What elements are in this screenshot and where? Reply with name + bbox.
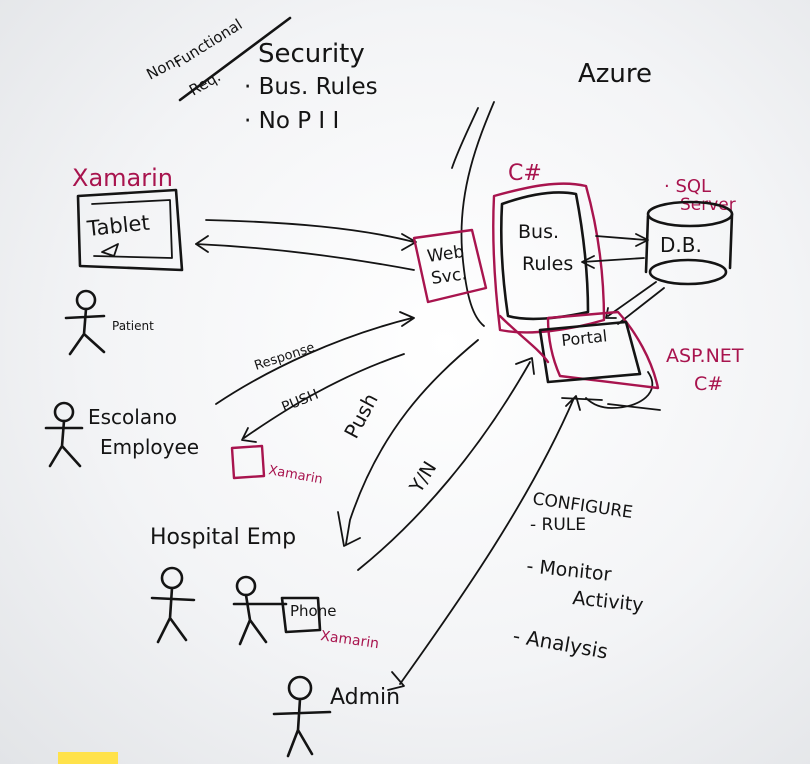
business-rules-box <box>499 191 590 321</box>
business-rules-box-outer <box>492 182 606 334</box>
web-service-box <box>412 228 488 304</box>
admin-head <box>287 675 313 701</box>
azure-cloud: Azure <box>451 59 654 409</box>
business-rules-line2: Rules <box>522 253 573 275</box>
db-to-portal-arrow <box>605 281 657 319</box>
database-tech-line1: · SQL <box>664 176 711 197</box>
web-service-line2: Svc. <box>430 264 468 289</box>
admin-portal-arrow <box>399 395 581 685</box>
push-label-escolano: PUSH <box>280 387 321 416</box>
strike-through-line <box>178 16 292 102</box>
tablet-web-service-arrows <box>195 219 417 271</box>
portal-base-lines <box>561 397 661 411</box>
tablet-to-web-arrow <box>205 219 415 243</box>
escolano-device <box>230 444 266 480</box>
portal-box <box>538 320 642 384</box>
patient-body <box>64 307 106 356</box>
push-arrow-hospital-line <box>337 339 479 547</box>
rules-to-db-arrow <box>595 233 649 247</box>
nonfunctional-requirements-note: Non- Functional Req. Security · Bus. Rul… <box>143 15 377 134</box>
database-portal-arrows <box>605 281 665 325</box>
admin-arrowhead <box>387 671 405 691</box>
tablet-screen <box>91 199 173 259</box>
analysis-line: - Analysis <box>511 623 610 663</box>
phone-tech: Xamarin <box>319 628 380 652</box>
business-rules-tech: C# <box>508 161 542 186</box>
portal-tech-line2: C# <box>694 373 723 395</box>
push-label-hospital: Push <box>339 389 382 442</box>
portal-link-line <box>498 314 550 364</box>
database-bottom <box>648 258 728 286</box>
web-service-line1: Web <box>426 242 466 267</box>
escolano-body <box>44 419 84 468</box>
web-to-tablet-arrowhead <box>195 235 209 253</box>
database-tech-line2: Server <box>680 195 736 215</box>
nonfunctional-line2: Functional <box>171 15 246 71</box>
tablet-client: Xamarin Tablet <box>72 164 184 272</box>
escolano-employee: Escolano Employee Xamarin <box>44 401 324 487</box>
admin-body <box>272 697 332 758</box>
phone-label: Phone <box>290 602 336 620</box>
portal-label: Portal <box>560 326 608 350</box>
escolano-device-tech: Xamarin <box>267 463 323 487</box>
phone-device <box>280 596 322 634</box>
hospital-emp1-body <box>150 586 196 644</box>
escolano-line1: Escolano <box>88 405 177 429</box>
patient-figure: Patient <box>64 289 154 356</box>
escolano-line2: Employee <box>100 435 199 459</box>
portal-box-outer <box>546 310 660 390</box>
yes-no-label: Y/N <box>405 458 441 498</box>
azure-boundary-tick <box>451 107 479 169</box>
azure-label: Azure <box>578 59 652 89</box>
sticky-note-corner <box>58 752 118 764</box>
portal: Portal ASP.NET C# <box>498 310 744 411</box>
portal-tasks: CONFIGURE - RULE - Monitor Activity - An… <box>511 489 644 663</box>
bullet-business-rules: · Bus. Rules <box>244 74 378 100</box>
business-rules-line1: Bus. <box>518 221 559 243</box>
hospital-emp2-body <box>232 593 288 646</box>
response-label: Response <box>253 340 317 374</box>
hospital-label: Hospital Emp <box>150 525 296 550</box>
portal-to-db-arrow <box>617 287 665 325</box>
portal-tech-line1: ASP.NET <box>666 345 744 367</box>
patient-label: Patient <box>112 319 154 333</box>
tablet-stylus-mark <box>101 243 119 257</box>
bullet-no-pii: · No P I I <box>244 108 339 134</box>
web-service: Web Svc. <box>412 228 488 304</box>
db-to-rules-arrow <box>581 255 645 269</box>
security-heading: Security <box>258 39 365 69</box>
configure-line2: - RULE <box>530 515 586 535</box>
database: · SQL Server D.B. <box>644 176 736 286</box>
yes-no-arrow-line <box>357 357 535 571</box>
tablet-outline <box>76 188 184 272</box>
hospital-emp1-head <box>160 566 184 590</box>
monitor-line2: Activity <box>571 587 644 616</box>
hospital-emp2-head <box>235 575 257 597</box>
rules-database-arrows <box>581 233 649 269</box>
escolano-head <box>53 401 75 423</box>
tablet-tech-label: Xamarin <box>72 164 173 192</box>
response-arrow-line <box>215 311 415 405</box>
azure-boundary-line <box>460 101 495 327</box>
yes-no-arrow: Y/N <box>357 357 535 571</box>
admin-user: Admin <box>272 395 581 758</box>
business-rules-service: C# Bus. Rules <box>492 161 606 334</box>
monitor-line1: - Monitor <box>525 555 612 586</box>
web-to-tablet-arrow <box>195 243 415 271</box>
patient-head <box>75 289 97 311</box>
hospital-employees: Hospital Emp Phone Xamarin <box>150 525 380 652</box>
database-label: D.B. <box>660 233 702 257</box>
push-arrow-escolano-line <box>241 353 405 443</box>
tablet-label: Tablet <box>85 211 151 242</box>
database-sides <box>644 212 734 274</box>
